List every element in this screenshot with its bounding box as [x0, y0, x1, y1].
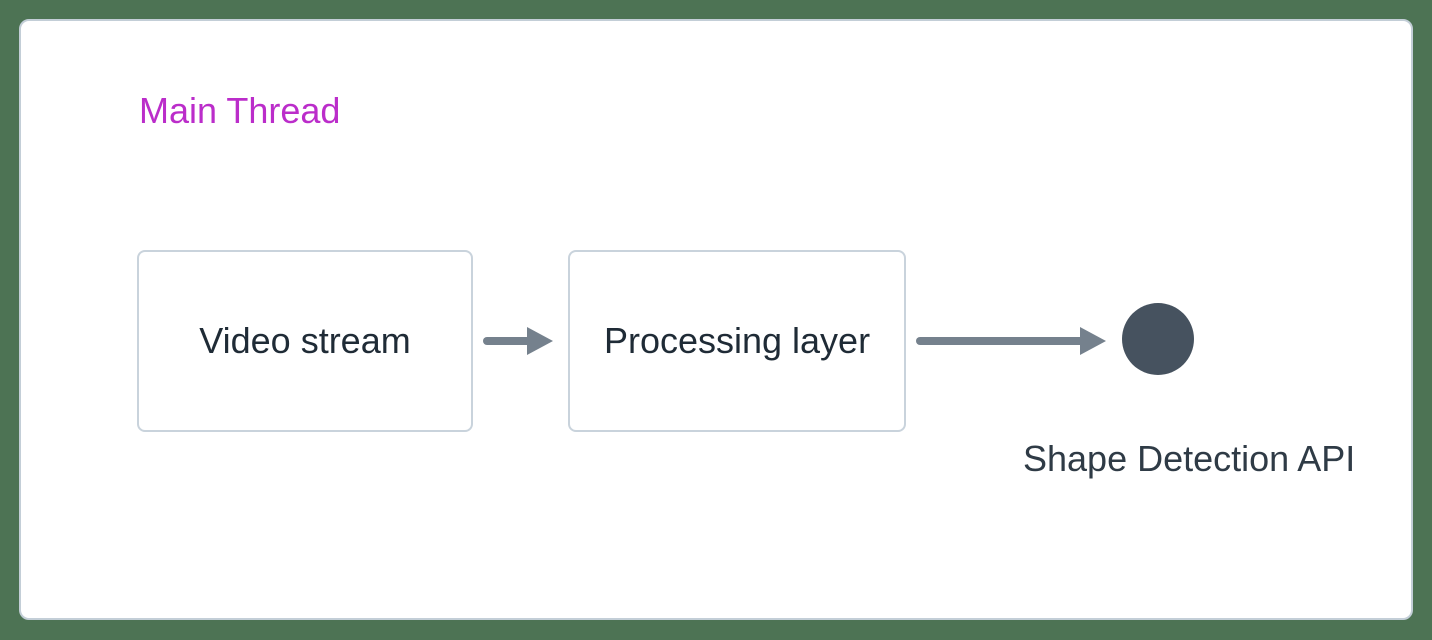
main-thread-container: Main Thread Video stream Processing laye… [19, 19, 1413, 620]
main-thread-label: Main Thread [139, 90, 341, 131]
node-video-stream: Video stream [137, 250, 473, 432]
node-processing-layer: Processing layer [568, 250, 906, 432]
arrow-video-to-processing-icon [483, 327, 553, 355]
node-video-stream-label: Video stream [199, 320, 411, 361]
arrow-processing-to-shape-api-icon [916, 327, 1106, 355]
node-processing-layer-label: Processing layer [603, 320, 871, 361]
node-shape-detection-label: Shape Detection API [1023, 438, 1356, 479]
node-shape-detection-circle-icon [1122, 303, 1194, 375]
